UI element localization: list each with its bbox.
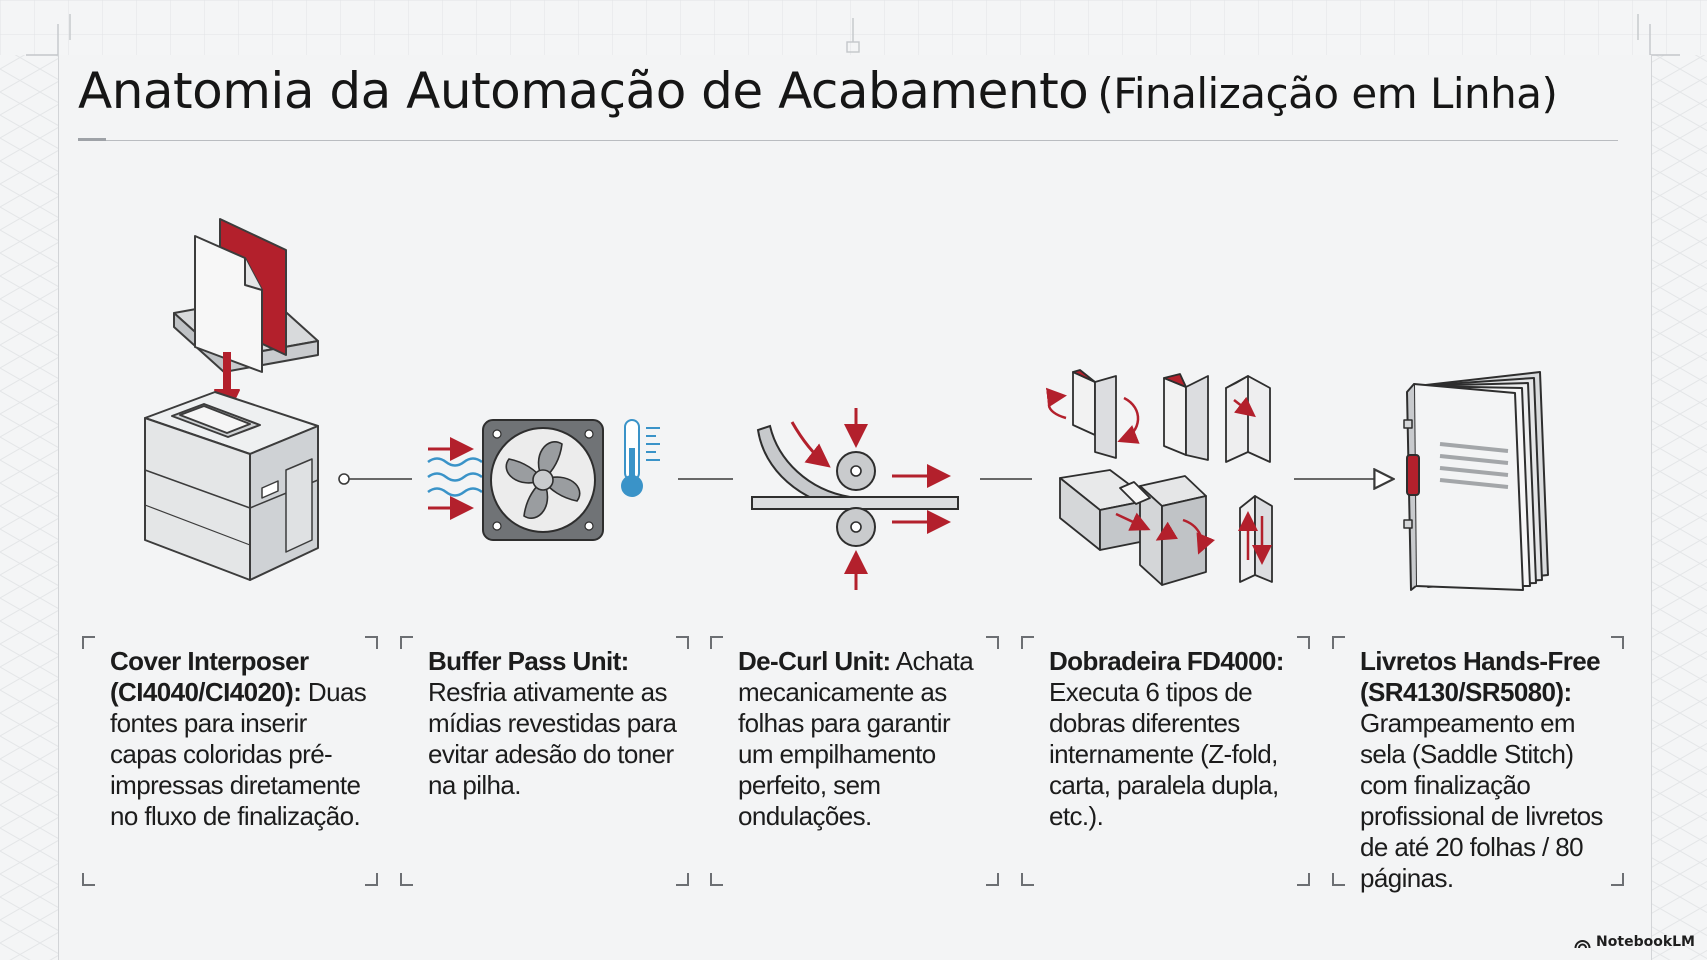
- stage-description: Resfria ativamente as mídias revestidas …: [428, 677, 677, 800]
- stage-description: Duas fontes para inserir capas coloridas…: [110, 677, 367, 831]
- stage-title: De-Curl Unit:: [738, 646, 891, 676]
- stage-title: Cover Interposer (CI4040/CI4020):: [110, 646, 309, 707]
- card-corner: [82, 873, 95, 886]
- stage-card-dobradeira-fd4000: Dobradeira FD4000: Executa 6 tipos de do…: [1021, 636, 1310, 886]
- card-corner: [710, 873, 723, 886]
- saddle-stitched-booklet-icon: [1403, 371, 1549, 591]
- connector-1-2: [338, 473, 412, 485]
- stage-card-text: De-Curl Unit: Achata mecanicamente as fo…: [738, 646, 991, 832]
- card-corner: [1021, 873, 1034, 886]
- stage-card-de-curl-unit: De-Curl Unit: Achata mecanicamente as fo…: [710, 636, 999, 886]
- card-corner: [1021, 636, 1034, 649]
- card-corner: [1297, 636, 1310, 649]
- card-corner: [82, 636, 95, 649]
- stage-title: Livretos Hands-Free (SR4130/SR5080):: [1360, 646, 1601, 707]
- page-title-subtitle: (Finalização em Linha): [1097, 69, 1558, 118]
- stage-card-text: Buffer Pass Unit: Resfria ativamente as …: [428, 646, 681, 801]
- stage-description: Grampeamento em sela (Saddle Stitch) com…: [1360, 708, 1603, 893]
- notebooklm-badge: NotebookLM: [1574, 934, 1695, 950]
- notebooklm-logo-icon: [1574, 939, 1591, 948]
- card-corner: [1332, 636, 1345, 649]
- cooling-fan-thermometer-icon: [427, 419, 660, 541]
- stage-description: Achata mecanicamente as folhas para gara…: [738, 646, 974, 831]
- stage-card-text: Livretos Hands-Free (SR4130/SR5080): Gra…: [1360, 646, 1616, 894]
- stage-description: Executa 6 tipos de dobras diferentes int…: [1049, 677, 1279, 831]
- stage-title: Buffer Pass Unit:: [428, 646, 629, 676]
- stage-card-text: Dobradeira FD4000: Executa 6 tipos de do…: [1049, 646, 1302, 832]
- card-corner: [986, 873, 999, 886]
- card-corner: [1611, 636, 1624, 649]
- card-corner: [1332, 873, 1345, 886]
- printer-with-sheets-icon: [144, 218, 319, 581]
- card-corner: [676, 873, 689, 886]
- page-title-main: Anatomia da Automação de Acabamento: [78, 62, 1089, 120]
- stage-card-cover-interposer: Cover Interposer (CI4040/CI4020): Duas f…: [82, 636, 378, 886]
- card-corner: [365, 873, 378, 886]
- decurl-rollers-icon: [751, 408, 959, 590]
- stage-card-buffer-pass-unit: Buffer Pass Unit: Resfria ativamente as …: [400, 636, 689, 886]
- stage-title: Dobradeira FD4000:: [1049, 646, 1284, 676]
- stage-card-livretos-hands-free: Livretos Hands-Free (SR4130/SR5080): Gra…: [1332, 636, 1624, 893]
- card-corner: [365, 636, 378, 649]
- card-corner: [986, 636, 999, 649]
- card-corner: [1611, 873, 1624, 886]
- card-corner: [710, 636, 723, 649]
- stage-card-text: Cover Interposer (CI4040/CI4020): Duas f…: [110, 646, 370, 832]
- title-divider-tab: [78, 138, 106, 141]
- card-corner: [676, 636, 689, 649]
- card-corner: [400, 636, 413, 649]
- title-divider: [78, 140, 1618, 141]
- notebooklm-label: NotebookLM: [1596, 934, 1695, 950]
- card-corner: [1297, 873, 1310, 886]
- card-corner: [400, 873, 413, 886]
- page-title: Anatomia da Automação de Acabamento (Fin…: [78, 62, 1638, 120]
- folding-unit-icon: [1045, 369, 1273, 586]
